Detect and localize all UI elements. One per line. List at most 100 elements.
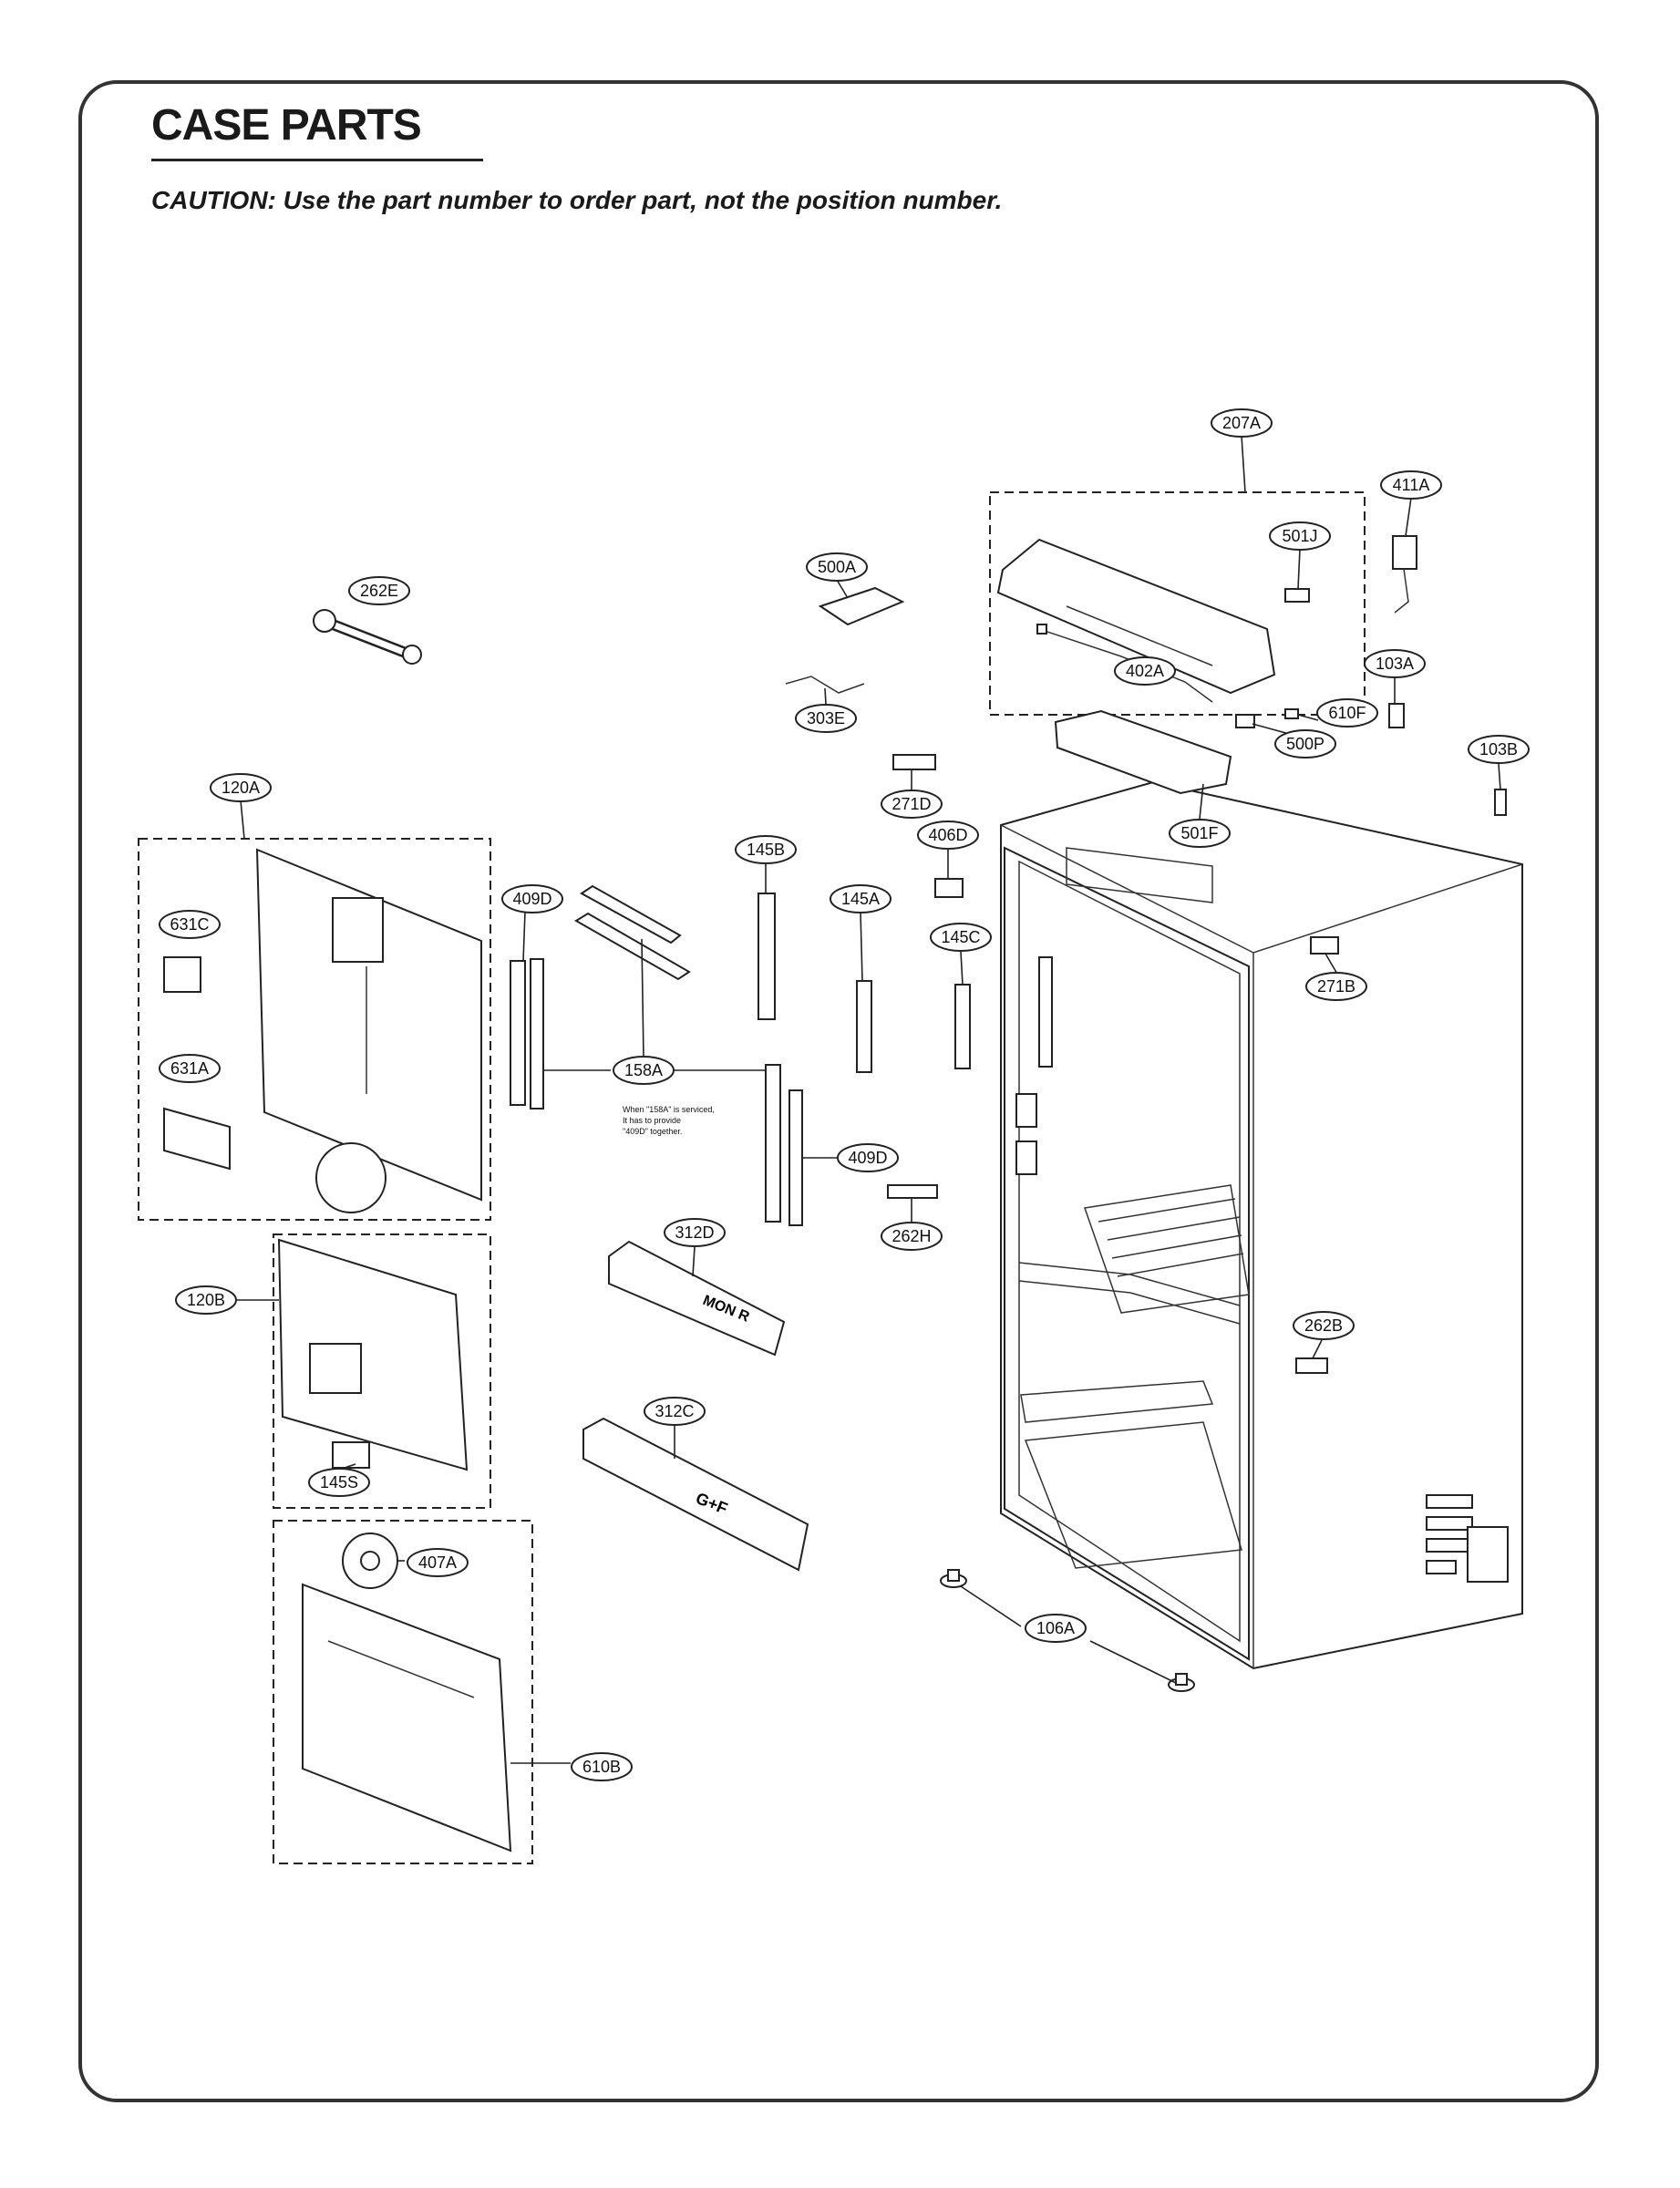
svg-text:120A: 120A <box>222 779 260 797</box>
power-cord-411A <box>1392 535 1417 614</box>
svg-text:312D: 312D <box>675 1223 714 1242</box>
callout-271B: 271B <box>1305 972 1367 1001</box>
callout-158A: 158A <box>613 1056 675 1085</box>
svg-text:262H: 262H <box>892 1227 931 1245</box>
svg-text:407A: 407A <box>418 1553 457 1572</box>
svg-text:145A: 145A <box>841 890 880 908</box>
callout-145C: 145C <box>930 923 992 952</box>
callout-407A: 407A <box>407 1548 469 1577</box>
callout-610B: 610B <box>571 1752 633 1781</box>
callout-411A: 411A <box>1380 470 1442 500</box>
leveling-feet-106A <box>940 1569 1195 1692</box>
refrigerator-cabinet <box>1000 780 1523 1670</box>
svg-text:501F: 501F <box>1180 824 1218 842</box>
part-610F <box>1284 708 1299 719</box>
assembly-box-207A <box>989 491 1366 716</box>
assembly-box-120B <box>273 1233 491 1509</box>
svg-text:406D: 406D <box>928 826 967 844</box>
svg-text:145B: 145B <box>747 841 785 859</box>
svg-text:409D: 409D <box>848 1149 887 1167</box>
callout-610F: 610F <box>1316 698 1378 728</box>
callout-501J: 501J <box>1269 521 1331 551</box>
part-103B <box>1494 789 1507 816</box>
wire-303E <box>785 676 865 694</box>
control-cover-207A <box>996 538 1276 695</box>
page-frame <box>78 80 1599 2102</box>
callout-262E: 262E <box>348 576 410 605</box>
callout-303E: 303E <box>795 704 857 733</box>
seal-158A-409D-set <box>510 884 803 1226</box>
svg-text:402A: 402A <box>1126 662 1164 680</box>
svg-text:103B: 103B <box>1479 740 1518 759</box>
grille-631C <box>163 956 201 993</box>
svg-text:500A: 500A <box>818 558 856 576</box>
callout-106A: 106A <box>1025 1614 1087 1643</box>
note-158A-line-2: It has to provide <box>623 1116 681 1125</box>
part-501J <box>1284 588 1310 603</box>
svg-text:312C: 312C <box>654 1402 694 1420</box>
callout-120B: 120B <box>175 1285 237 1315</box>
rail-145A <box>856 980 872 1073</box>
assembly-box-120A <box>138 838 491 1221</box>
part-406D <box>934 878 964 898</box>
svg-text:106A: 106A <box>1036 1619 1075 1637</box>
svg-text:500P: 500P <box>1286 735 1324 753</box>
callout-262B: 262B <box>1293 1311 1355 1340</box>
callout-271D: 271D <box>881 790 943 819</box>
title-underline <box>151 159 483 161</box>
callout-409D-top: 409D <box>501 884 563 913</box>
svg-text:262B: 262B <box>1304 1316 1343 1335</box>
note-158A-line-1: When "158A" is serviced, <box>623 1105 715 1114</box>
svg-text:271D: 271D <box>892 795 931 813</box>
door-bin-312C: G+F <box>582 1417 809 1572</box>
callout-631C: 631C <box>159 910 221 939</box>
page-title: CASE PARTS <box>151 101 422 150</box>
assembly-box-610B <box>273 1520 533 1864</box>
part-262H <box>887 1184 938 1199</box>
callout-500P: 500P <box>1274 729 1336 759</box>
svg-text:501J: 501J <box>1282 527 1317 545</box>
label-631A <box>163 1107 231 1171</box>
svg-text:158A: 158A <box>624 1061 663 1079</box>
callout-262H: 262H <box>881 1222 943 1251</box>
callout-120A: 120A <box>210 773 272 802</box>
rail-145B <box>758 893 776 1020</box>
callout-145B: 145B <box>735 835 797 864</box>
callout-406D: 406D <box>917 820 979 850</box>
svg-text:145C: 145C <box>941 928 980 946</box>
part-103A <box>1388 703 1405 728</box>
svg-text:610F: 610F <box>1328 704 1366 722</box>
callout-500A: 500A <box>806 552 868 582</box>
callout-631A: 631A <box>159 1054 221 1083</box>
callout-409D-bottom: 409D <box>837 1143 899 1172</box>
svg-text:271B: 271B <box>1317 977 1355 996</box>
fan-wheel-407A <box>342 1533 398 1589</box>
fan-cover-120B <box>277 1238 469 1471</box>
note-158A-line-3: "409D" together. <box>623 1127 682 1136</box>
callout-103A: 103A <box>1364 649 1426 678</box>
callout-312D: 312D <box>664 1218 726 1247</box>
callout-312C: 312C <box>644 1397 706 1426</box>
svg-text:145S: 145S <box>320 1473 358 1491</box>
rail-145C <box>954 984 971 1069</box>
rear-panel-610B <box>302 1583 512 1853</box>
caution-note: CAUTION: Use the part number to order pa… <box>151 186 1003 214</box>
svg-text:411A: 411A <box>1393 476 1430 494</box>
wrench-262E <box>313 609 422 665</box>
part-500P <box>1235 714 1255 728</box>
grille-145S <box>332 1441 370 1469</box>
svg-text:631C: 631C <box>170 915 209 934</box>
callout-145S: 145S <box>308 1468 370 1497</box>
callout-145A: 145A <box>830 884 892 913</box>
svg-text:120B: 120B <box>187 1291 225 1309</box>
svg-text:409D: 409D <box>512 890 551 908</box>
pcb-500A <box>818 586 905 626</box>
svg-text:262E: 262E <box>360 582 398 600</box>
callout-501F: 501F <box>1169 819 1231 848</box>
hinge-271B <box>1310 936 1339 955</box>
part-262B <box>1295 1357 1328 1374</box>
evaporator-cover-120A <box>255 848 482 1213</box>
cover-501F <box>1054 709 1232 795</box>
callout-103B: 103B <box>1468 735 1530 764</box>
callout-207A: 207A <box>1211 408 1273 438</box>
